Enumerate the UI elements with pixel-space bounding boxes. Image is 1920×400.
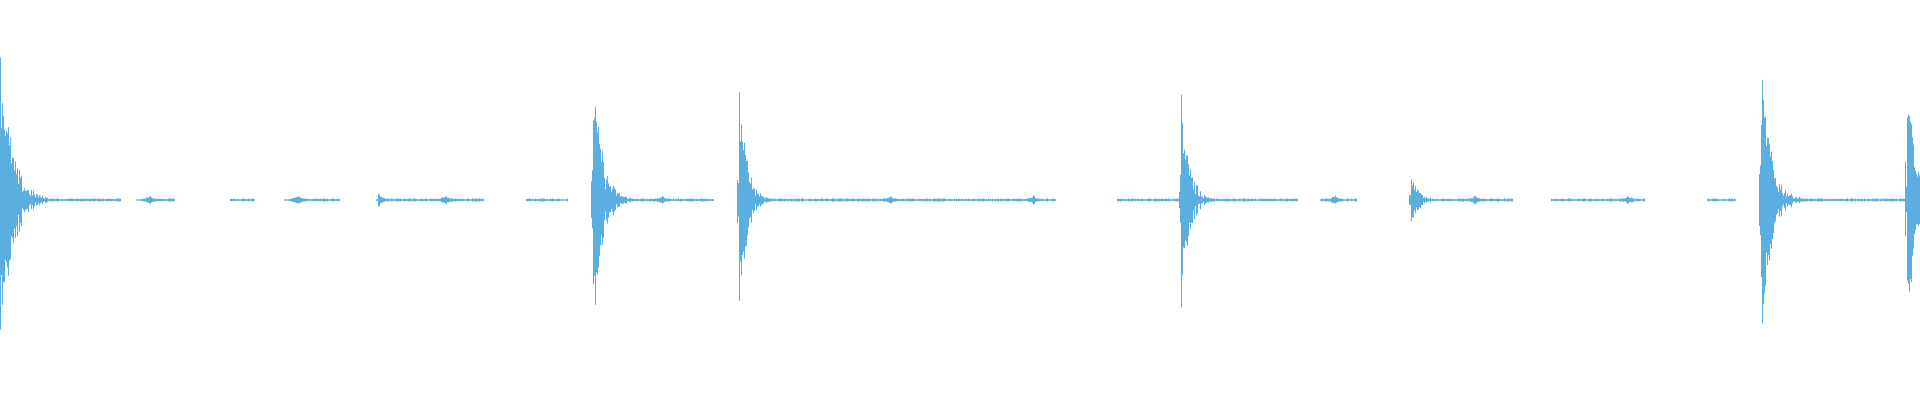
waveform-samples [0, 57, 1920, 330]
waveform-path [0, 57, 1920, 330]
